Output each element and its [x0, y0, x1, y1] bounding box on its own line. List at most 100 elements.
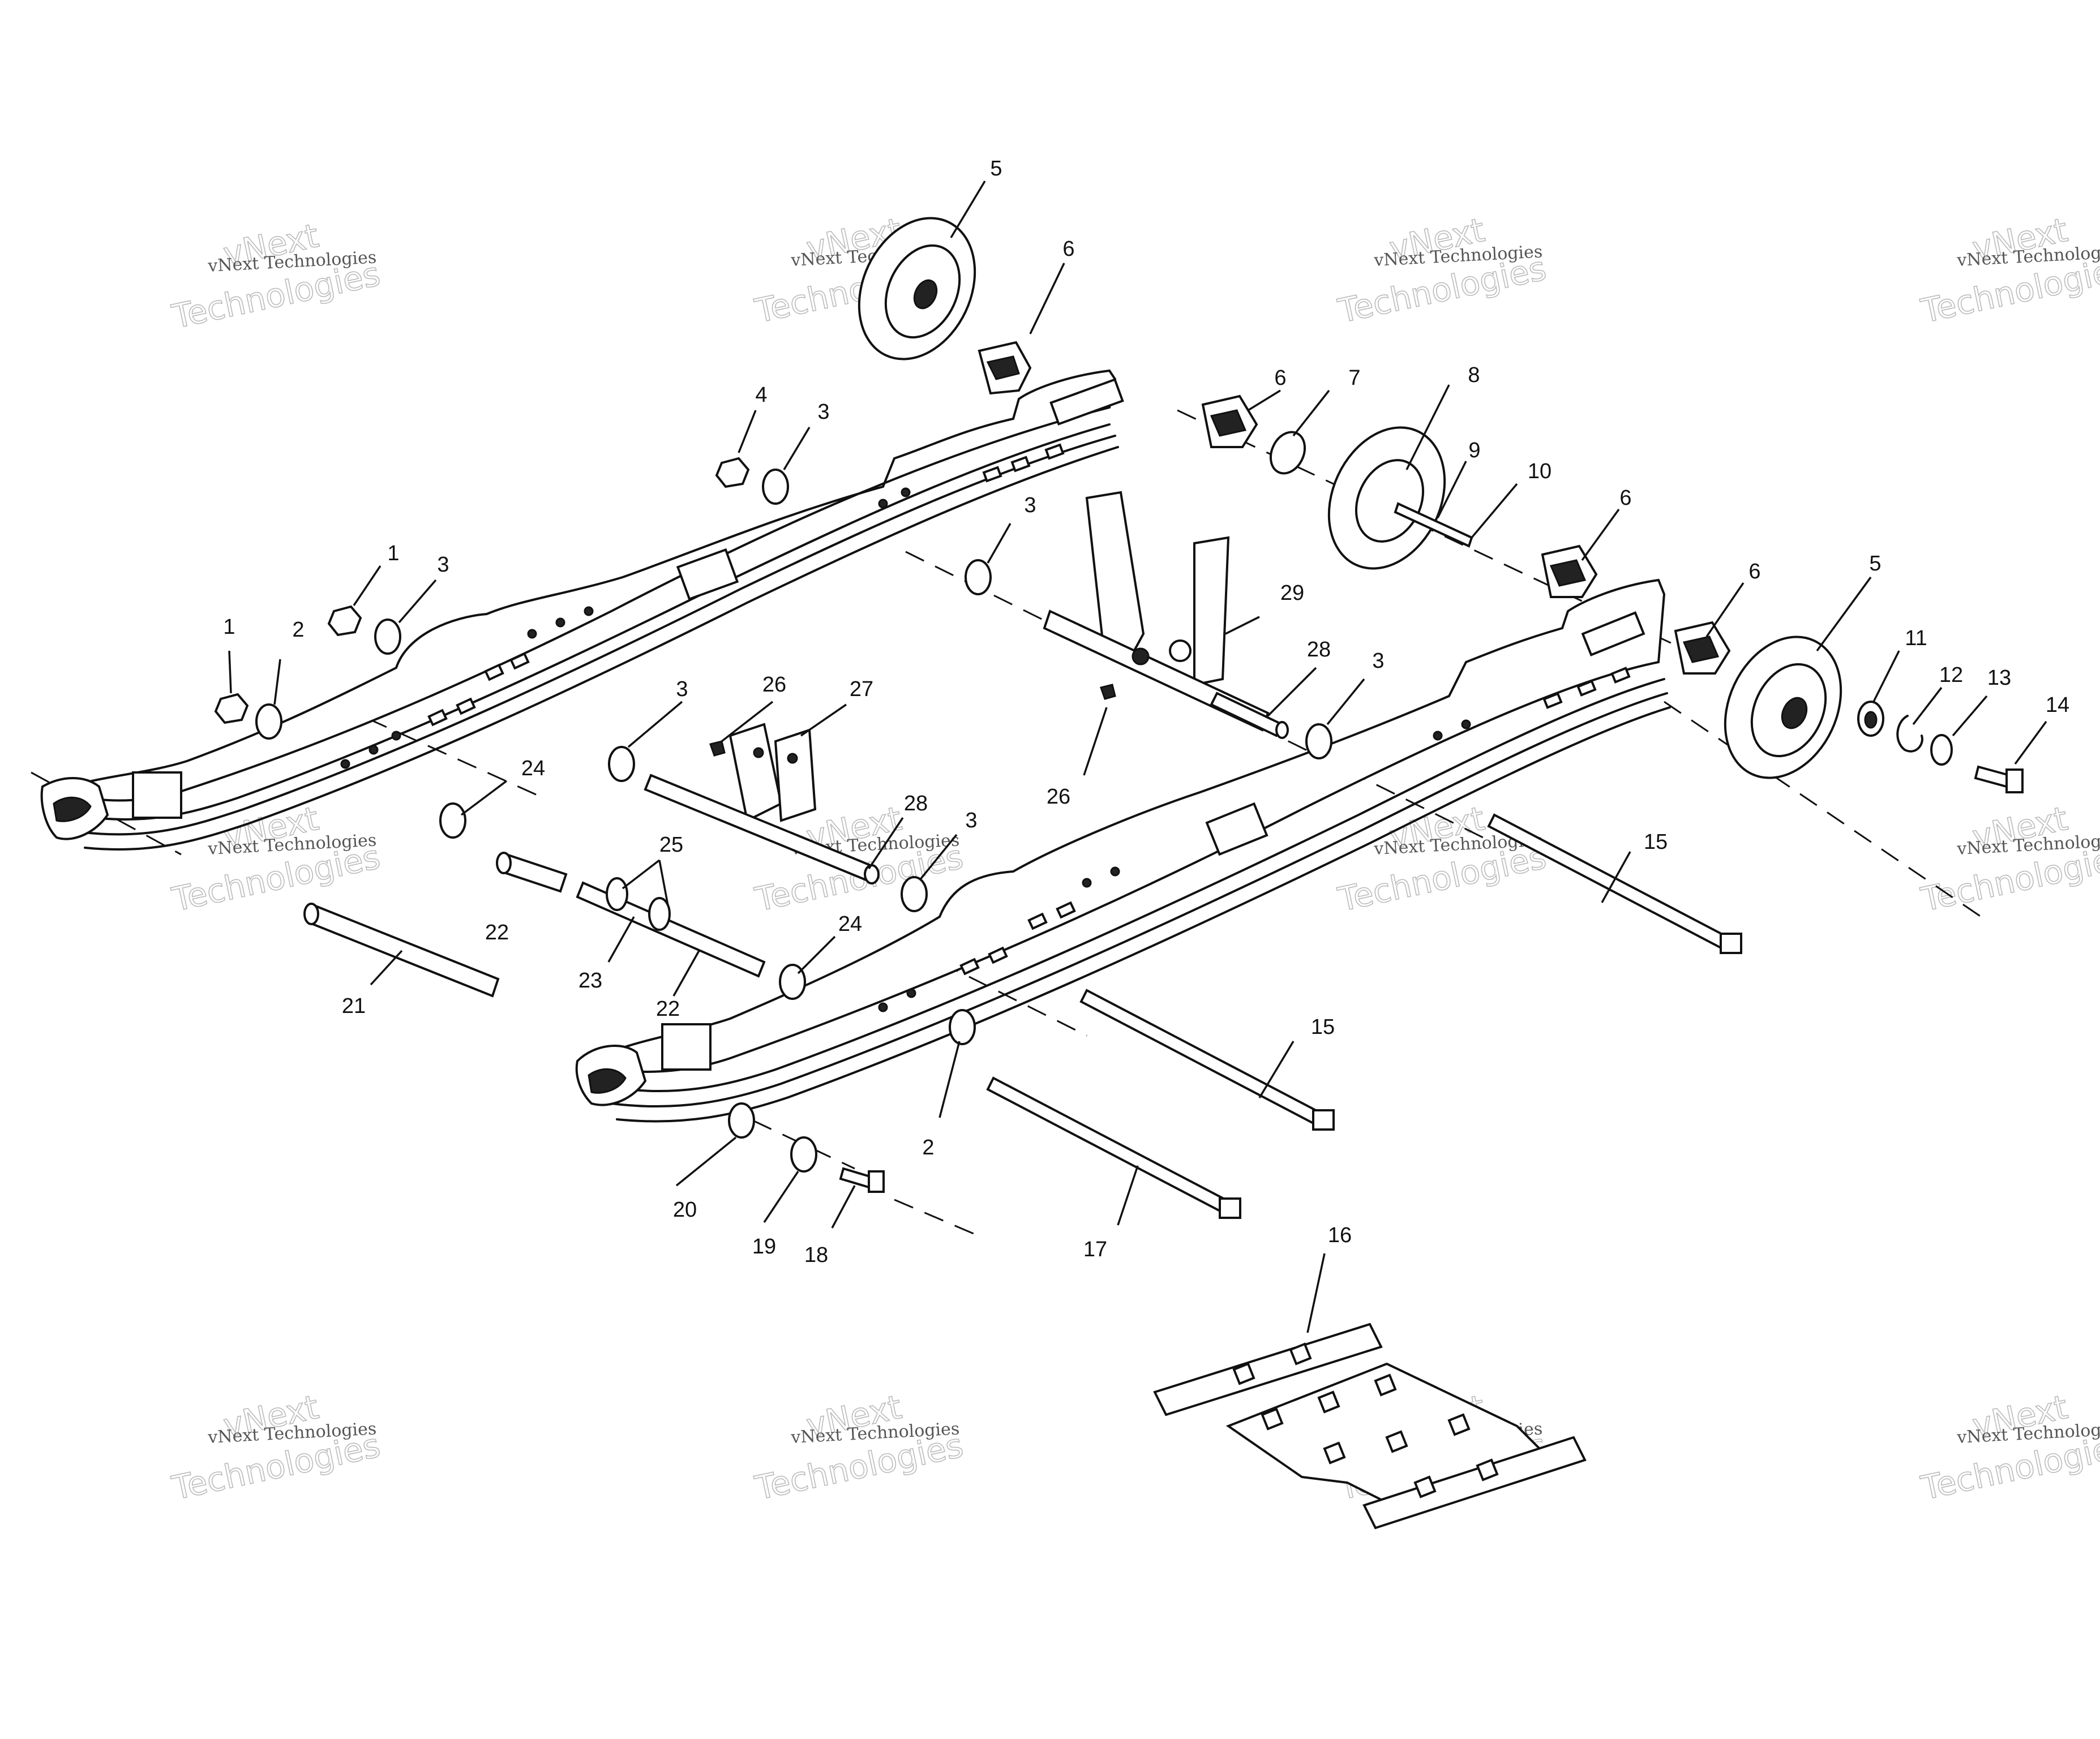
watermark: vNext Technologies vNext Technologies	[1917, 210, 2100, 331]
washer-24	[439, 802, 466, 839]
watermark: vNext Technologies vNext Technologies	[751, 1387, 967, 1508]
callout-4: 4	[755, 383, 767, 407]
bracket-27	[728, 723, 817, 822]
rail-slots	[340, 443, 1065, 769]
callout-28: 28	[1307, 638, 1331, 662]
bolt-18	[839, 1167, 885, 1193]
watermark: vNext Technologies vNext Technologies	[168, 216, 384, 337]
callout-23: 23	[578, 969, 602, 993]
shaft-23	[576, 877, 766, 978]
callout-20: 20	[673, 1198, 697, 1222]
callout-3: 3	[817, 400, 829, 424]
callout-1: 1	[387, 542, 399, 565]
callout-3: 3	[1024, 493, 1036, 517]
torque-arm-29	[1043, 491, 1270, 732]
idler-wheel-top	[858, 217, 976, 360]
callout-21: 21	[342, 994, 366, 1018]
callout-24: 24	[838, 912, 862, 936]
callout-11: 11	[1905, 626, 1927, 650]
front-bumper-left	[40, 771, 182, 840]
callout-1: 1	[223, 615, 235, 639]
callout-3: 3	[1372, 649, 1384, 673]
washer-2	[255, 703, 282, 740]
washer-3	[1305, 723, 1332, 759]
watermark: vNext Technologies vNext Technologies	[1334, 210, 1550, 331]
callout-26: 26	[762, 673, 786, 697]
callout-15: 15	[1644, 830, 1668, 854]
idler-wheel-right	[1724, 636, 1842, 779]
washer-3	[608, 746, 635, 782]
assembly-axis-lines	[31, 409, 1982, 1235]
nut-1-upper	[327, 605, 362, 637]
callout-6: 6	[1062, 237, 1074, 261]
callout-14: 14	[2046, 693, 2069, 717]
callout-18: 18	[804, 1243, 828, 1267]
callout-15: 15	[1311, 1015, 1335, 1039]
callout-6: 6	[1274, 366, 1286, 390]
track-section-16	[1153, 1323, 1587, 1530]
callout-27: 27	[850, 677, 873, 701]
watermark: vNext Technologies vNext Technologies	[1917, 1387, 2100, 1508]
watermark: vNext Technologies vNext Technologies	[168, 798, 384, 920]
callout-13: 13	[1987, 666, 2011, 690]
bearing-cap-mid-left	[1201, 394, 1258, 448]
rail-slots	[878, 667, 1631, 1012]
callout-3: 3	[676, 677, 688, 701]
washer-19	[790, 1136, 817, 1173]
washer-20	[728, 1102, 755, 1139]
shaft-21	[303, 903, 500, 998]
callout-6: 6	[1748, 560, 1760, 583]
callout-3: 3	[965, 809, 977, 832]
callout-2: 2	[922, 1136, 934, 1160]
callout-10: 10	[1528, 460, 1552, 483]
callout-16: 16	[1328, 1223, 1352, 1247]
washer-13	[1930, 734, 1953, 766]
watermark: vNext Technologies vNext Technologies	[168, 1387, 384, 1508]
nut-4	[715, 457, 750, 488]
callout-9: 9	[1468, 439, 1480, 462]
leader-lines	[228, 181, 2047, 1333]
callout-8: 8	[1468, 363, 1480, 387]
callout-7: 7	[1348, 366, 1360, 390]
callout-2: 2	[292, 618, 304, 642]
washer-3	[965, 559, 992, 595]
callout-26: 26	[1047, 785, 1070, 809]
front-bumper-right	[575, 1023, 712, 1106]
callout-29: 29	[1280, 581, 1304, 605]
left-slide-rail	[40, 369, 1124, 851]
washer-3	[374, 619, 401, 655]
grease-fitting-26	[709, 740, 726, 757]
callout-24: 24	[521, 757, 545, 780]
washer-3	[901, 876, 928, 912]
shaft-15-right	[1487, 813, 1742, 954]
shaft-17	[986, 1076, 1241, 1219]
callout-5: 5	[990, 157, 1002, 181]
callout-25: 25	[659, 833, 683, 857]
callout-6: 6	[1619, 486, 1631, 510]
callout-5: 5	[1869, 552, 1881, 576]
shaft-15-lower	[1079, 989, 1335, 1131]
callout-labels: 5 6 4 3 1 3 1 2 3 6 7 8 9 10 6 6 5 11 12…	[223, 157, 2069, 1267]
callout-3: 3	[437, 553, 449, 577]
callout-22: 22	[485, 921, 509, 944]
track-lugs	[1232, 1342, 1499, 1498]
spacer-ring	[1269, 431, 1306, 475]
idler-wheel-mid	[1327, 426, 1473, 570]
callout-12: 12	[1939, 663, 1963, 687]
callout-22: 22	[656, 997, 680, 1021]
washer-2	[949, 1009, 976, 1045]
callout-17: 17	[1083, 1238, 1107, 1261]
bearing-cap-right	[1674, 621, 1731, 675]
callout-19: 19	[752, 1235, 776, 1259]
nut-1-lower	[214, 693, 249, 724]
spacer-22	[496, 852, 568, 893]
bearing-11	[1857, 701, 1884, 737]
washer-3	[762, 469, 789, 505]
callout-28: 28	[904, 792, 928, 815]
bearing-cap-top	[978, 341, 1032, 395]
grease-fitting-26	[1100, 684, 1116, 700]
bearing-cap-mid-right	[1541, 544, 1598, 598]
bolt-14	[1974, 765, 2024, 793]
shaft-28-top	[1210, 692, 1289, 739]
